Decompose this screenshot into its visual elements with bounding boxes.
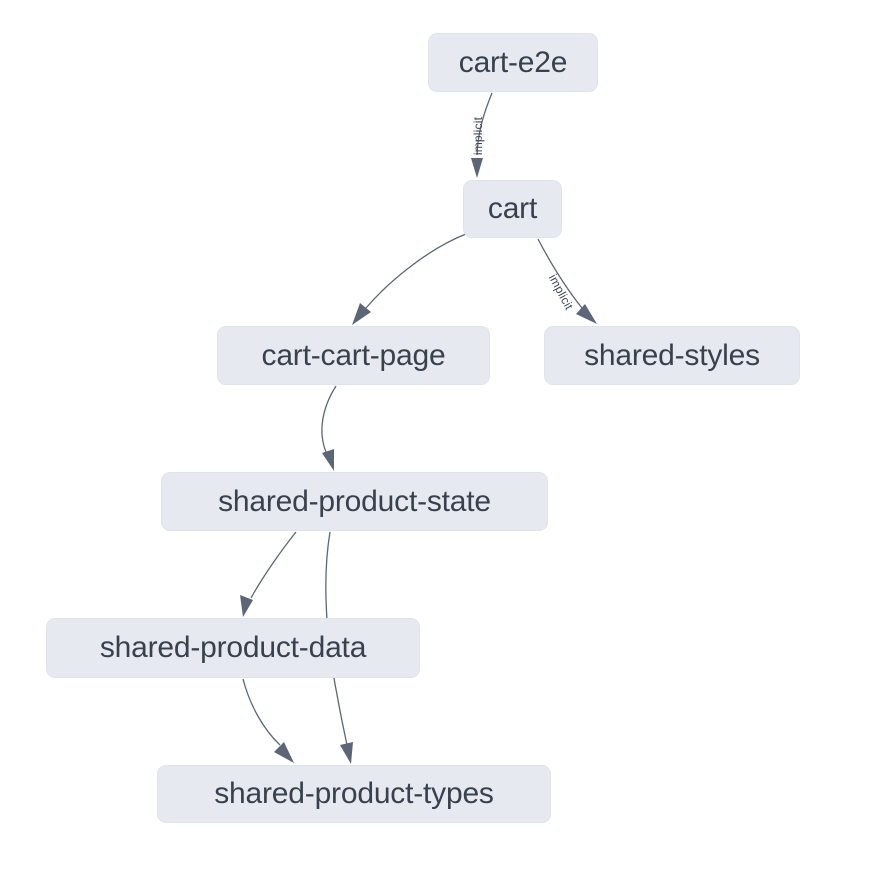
node-label: shared-product-types	[214, 777, 494, 810]
node-shared-styles[interactable]: shared-styles	[544, 326, 800, 385]
edge-path	[250, 531, 297, 599]
node-cart-e2e[interactable]: cart-e2e	[428, 33, 598, 92]
node-shared-product-types[interactable]: shared-product-types	[157, 765, 551, 823]
node-cart[interactable]: cart	[463, 180, 562, 238]
node-shared-product-state[interactable]: shared-product-state	[161, 472, 548, 531]
edge-path	[242, 678, 281, 746]
arrowhead-icon	[274, 742, 294, 763]
arrowhead-icon	[471, 158, 483, 178]
edge-path	[365, 233, 467, 309]
node-shared-product-data[interactable]: shared-product-data	[46, 618, 420, 678]
node-cart-cart-page[interactable]: cart-cart-page	[217, 326, 490, 385]
node-label: cart-e2e	[458, 45, 568, 79]
arrowhead-icon	[576, 304, 597, 324]
arrowhead-icon	[352, 303, 371, 325]
edge-path	[476, 92, 493, 156]
edge-cart-cart-page-to-shared-product-state	[321, 385, 337, 471]
edge-cart-e2e-to-cart	[471, 92, 493, 178]
edge-shared-product-data-to-shared-product-types	[242, 678, 294, 763]
node-label: cart-cart-page	[261, 338, 446, 372]
edge-cart-to-shared-styles	[537, 238, 597, 324]
node-label: shared-product-state	[218, 484, 491, 518]
node-label: shared-styles	[584, 338, 760, 372]
edge-path	[537, 238, 583, 309]
edge-shared-product-state-to-shared-product-data	[240, 531, 297, 617]
arrowhead-icon	[322, 449, 334, 471]
edge-cart-to-cart-cart-page	[352, 233, 467, 325]
node-label: cart	[487, 192, 538, 225]
arrowhead-icon	[240, 595, 253, 617]
arrowhead-icon	[340, 742, 353, 764]
node-label: shared-product-data	[99, 631, 367, 664]
edge-path	[321, 385, 337, 453]
